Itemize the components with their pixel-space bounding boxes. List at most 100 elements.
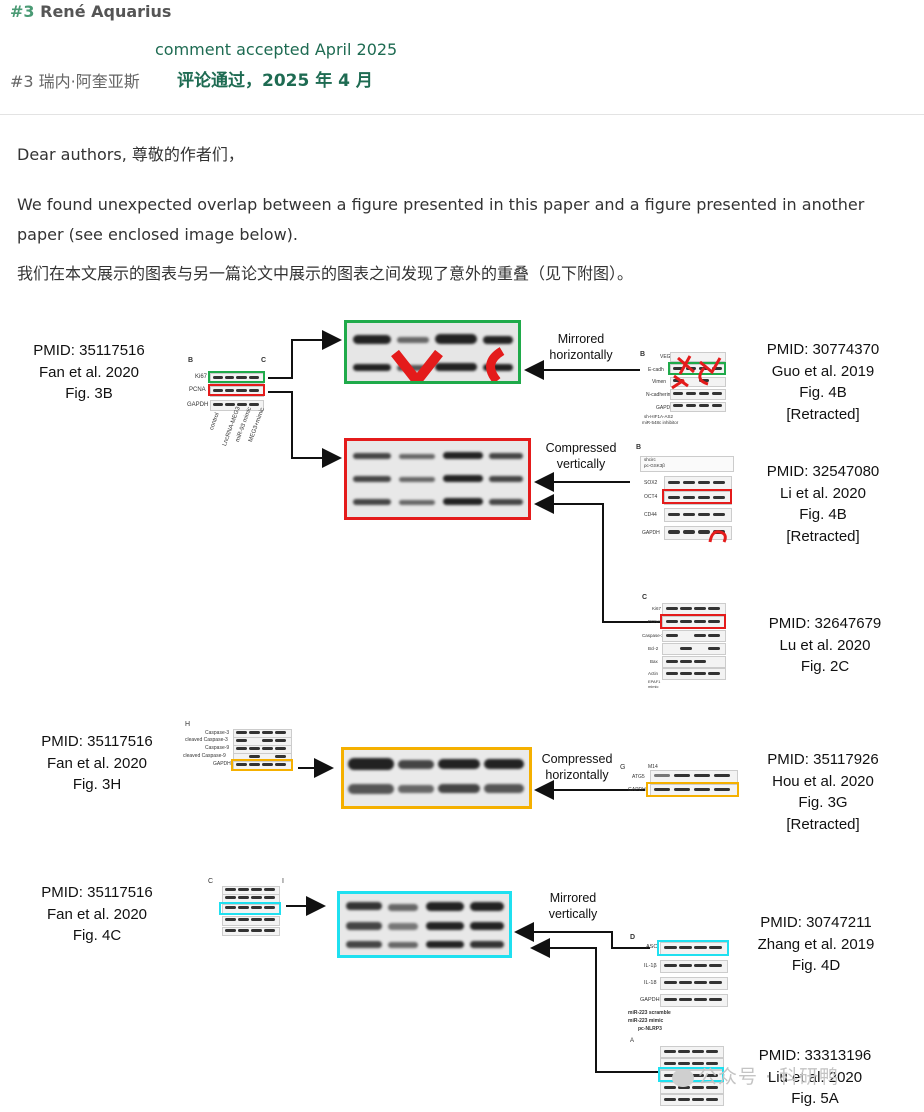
ref-pmid: PMID: 35117516 — [41, 733, 153, 750]
panel-letter: I — [282, 878, 284, 885]
ref-author: Lu et al. 2020 — [779, 636, 871, 654]
comparison-figure: PMID: 35117516 Fan et al. 2020 Fig. 3B P… — [0, 300, 924, 1112]
blot-li-4b: B shcirc pc-GSK3β SOX2 OCT4 CD44 GAPDH — [630, 440, 735, 545]
red-zoom-panel — [344, 438, 531, 520]
row-label: SOX2 — [644, 480, 658, 486]
ref-author: Guo et al. 2019 — [771, 362, 875, 380]
ref-pmid: PMID: 30774370 — [766, 341, 880, 358]
note-line: vertically — [556, 457, 606, 471]
ref-fig: Fig. 2C — [800, 658, 850, 675]
blot-fan-3b: B C Ki67 PCNA GAPDH control LncRNA-MEG3 … — [183, 355, 273, 447]
ref-author: Zhang et al. 2019 — [757, 935, 875, 953]
ref-author: Fan et al. 2020 — [46, 905, 148, 923]
comment-author: René Aquarius — [40, 2, 172, 21]
ref-fig: Fig. 5A — [791, 1090, 839, 1107]
row-label: Bax — [650, 659, 658, 664]
treatment-label: sh-HIF1A-AS2 — [644, 414, 674, 419]
ref-author: Hou et al. 2020 — [772, 772, 874, 790]
row-label: Caspase-9 — [205, 745, 230, 751]
row-label: E-cadh — [648, 367, 664, 373]
note-compressed-vertically: Compressed vertically — [536, 440, 626, 472]
row-label: GAPDH — [628, 787, 646, 793]
row-label: IL-18 — [644, 980, 657, 986]
treatment-label: pc-NLRP3 — [638, 1026, 662, 1032]
watermark: 公众号 · 科研鸭 — [672, 1062, 839, 1089]
cyan-zoom-panel — [337, 891, 512, 958]
red-annotation-marks — [671, 355, 722, 390]
note-compressed-horizontally: Compressed horizontally — [532, 751, 622, 783]
note-mirrored-vertically: Mirrored vertically — [528, 890, 618, 922]
comment-status-cn: 评论通过，2025 年 4 月 — [177, 71, 373, 91]
ref-liu-5a: PMID: 33313196 Liu et al. 2020 Fig. 5A — [740, 1045, 890, 1110]
row-label: PCNA — [648, 619, 661, 624]
ref-fan-3h: PMID: 35117516 Fan et al. 2020 Fig. 3H — [22, 731, 172, 796]
ref-fig: Fig. 4C — [72, 927, 122, 944]
ref-pmid: PMID: 35117926 — [767, 751, 879, 768]
panel-letter: C — [261, 357, 267, 364]
divider — [0, 114, 924, 115]
blot-hou-3g: G M14 ATG5 GAPDH — [620, 762, 745, 802]
treatment-label: miR-223 mimic — [628, 1018, 664, 1024]
note-line: vertically — [548, 907, 598, 921]
row-label: GAPDH — [187, 402, 209, 408]
treatment-label: shcirc — [644, 457, 656, 462]
row-label: PCNA — [189, 387, 206, 393]
row-label: Actin — [648, 671, 659, 676]
ref-fan-3b: PMID: 35117516 Fan et al. 2020 Fig. 3B — [14, 340, 164, 405]
ref-fig: Fig. 4B — [799, 384, 847, 401]
note-line: horizontally — [549, 348, 613, 362]
comment-number: #3 — [10, 2, 35, 21]
note-line: Mirrored — [557, 332, 605, 346]
row-label: GAPDH — [656, 405, 674, 411]
treatment-label: miR-223 scramble — [628, 1010, 671, 1016]
ref-fig: Fig. 3G — [798, 794, 848, 811]
row-label: Ki67 — [195, 374, 208, 380]
row-label: Caspase-3 — [642, 633, 664, 638]
blot-guo-4b: B VEGF E-cadh Vimen N-cadherin GAPDH sh-… — [636, 348, 731, 428]
ref-fig: Fig. 3H — [72, 776, 122, 793]
blot-lu-2c: C Ki67 PCNA Caspase-3 Bcl-2 Bax Actin EP… — [640, 592, 735, 689]
greeting: Dear authors, 尊敬的作者们， — [17, 145, 244, 164]
panel-letter: B — [188, 357, 194, 364]
row-label: Bcl-2 — [648, 646, 659, 651]
ref-zhang-4d: PMID: 30747211 Zhang et al. 2019 Fig. 4D — [741, 912, 891, 977]
treatment-label: miR-548c inhibitor — [642, 420, 679, 425]
row-label: VEGF — [660, 354, 674, 360]
red-annotation-marks — [391, 347, 505, 381]
ref-hou-3g: PMID: 35117926 Hou et al. 2020 Fig. 3G [… — [748, 749, 898, 835]
row-label: GAPDH — [213, 761, 231, 767]
column-label: control — [209, 412, 221, 432]
comment-author-cn: #3 瑞内·阿奎亚斯 — [10, 72, 140, 91]
ref-status: [Retracted] — [786, 405, 860, 423]
ref-status: [Retracted] — [786, 527, 860, 545]
arrow-lines — [268, 330, 662, 1073]
paragraph-cn: 我们在本文展示的图表与另一篇论文中展示的图表之间发现了意外的重叠（见下附图）。 — [17, 264, 634, 283]
note-mirrored-horizontally: Mirrored horizontally — [536, 331, 626, 363]
ref-pmid: PMID: 35117516 — [41, 884, 153, 901]
row-label: Vimen — [652, 379, 667, 385]
yellow-zoom-panel — [341, 747, 532, 809]
treatment-label: mimic — [648, 684, 659, 689]
row-label: cleaved Caspase-3 — [185, 737, 228, 743]
panel-letter: G — [620, 764, 626, 771]
row-label: IL-1β — [644, 963, 657, 969]
row-label: ATG5 — [632, 774, 645, 780]
ref-author: Li et al. 2020 — [780, 484, 866, 502]
row-label: OCT4 — [644, 494, 658, 500]
paragraph-en: We found unexpected overlap between a fi… — [17, 195, 865, 244]
panel-letter: H — [185, 721, 191, 728]
row-label: GAPDH — [642, 530, 660, 536]
ref-author: Liu et al. 2020 — [767, 1068, 863, 1086]
ref-fan-4c: PMID: 35117516 Fan et al. 2020 Fig. 4C — [22, 882, 172, 947]
ref-guo-4b: PMID: 30774370 Guo et al. 2019 Fig. 4B [… — [748, 339, 898, 425]
red-annotation-marks — [708, 530, 727, 543]
ref-pmid: PMID: 33313196 — [758, 1047, 872, 1064]
wechat-icon — [672, 1068, 694, 1087]
ref-pmid: PMID: 35117516 — [33, 342, 145, 359]
row-label: cleaved Caspase-9 — [183, 753, 226, 759]
row-label: GAPDH — [640, 997, 660, 1003]
panel-letter: C — [208, 878, 214, 885]
row-label: M14 — [648, 764, 658, 770]
note-line: horizontally — [545, 768, 609, 782]
green-zoom-panel — [344, 320, 521, 384]
